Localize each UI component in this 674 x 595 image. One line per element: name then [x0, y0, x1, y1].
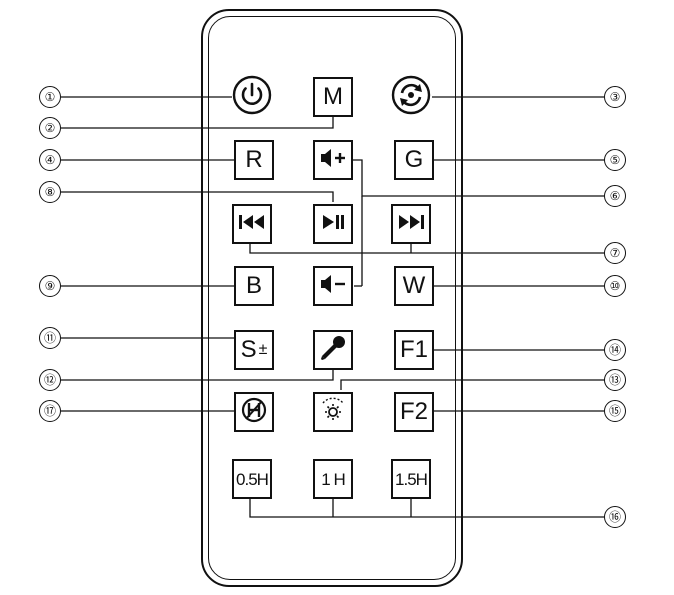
f1-button[interactable]: F1: [394, 330, 434, 370]
remote-body-inner: [208, 16, 456, 580]
previous-button[interactable]: [232, 204, 272, 244]
power-icon: [232, 75, 272, 120]
volume-up-icon: [318, 146, 348, 175]
callout-8: ⑧: [39, 181, 61, 203]
callout-14: ⑭: [604, 339, 626, 361]
callout-4: ④: [39, 149, 61, 171]
timer-05h-button[interactable]: 0.5H: [232, 459, 272, 499]
timer-05h-label: 0.5H: [236, 469, 269, 489]
callout-16: ⑯: [604, 506, 626, 528]
callout-3: ③: [604, 86, 626, 108]
f1-label: F1: [399, 336, 428, 363]
speed-sign: ±: [258, 341, 268, 358]
next-button[interactable]: [391, 204, 431, 244]
rotate-button[interactable]: [391, 75, 431, 120]
rotate-icon: [391, 75, 431, 120]
timer-15h-button[interactable]: 1.5H: [391, 459, 431, 499]
mode-button[interactable]: M: [313, 77, 353, 117]
volume-down-button[interactable]: [313, 266, 353, 306]
volume-up-button[interactable]: [313, 140, 353, 180]
callout-12: ⑫: [39, 369, 61, 391]
hold-icon: [239, 395, 269, 430]
speed-button[interactable]: S ±: [234, 330, 274, 370]
timer-1h-button[interactable]: 1 H: [313, 459, 353, 499]
white-button[interactable]: W: [394, 266, 434, 306]
white-label: W: [402, 272, 426, 299]
f2-button[interactable]: F2: [394, 392, 434, 432]
blue-button[interactable]: B: [234, 266, 274, 306]
callout-9: ⑨: [39, 275, 61, 297]
callout-13: ⑬: [604, 369, 626, 391]
speed-label: S: [240, 336, 257, 363]
red-button[interactable]: R: [234, 140, 274, 180]
volume-down-icon: [318, 272, 348, 301]
microphone-icon: [318, 333, 348, 368]
callout-6: ⑥: [604, 185, 626, 207]
callout-10: ⑩: [604, 275, 626, 297]
hold-button[interactable]: [234, 392, 274, 432]
previous-track-icon: [236, 212, 268, 237]
timer-1h-label: 1 H: [321, 469, 345, 489]
green-label: G: [404, 146, 424, 173]
callout-7: ⑦: [604, 242, 626, 264]
f2-label: F2: [399, 398, 428, 425]
red-label: R: [245, 146, 263, 173]
callout-15: ⑮: [604, 400, 626, 422]
callout-1: ①: [39, 86, 61, 108]
next-track-icon: [395, 212, 427, 237]
callout-11: ⑪: [39, 327, 61, 349]
callout-5: ⑤: [604, 149, 626, 171]
callout-17: ⑰: [39, 400, 61, 422]
microphone-button[interactable]: [313, 330, 353, 370]
play-pause-icon: [318, 212, 348, 237]
mode-label: M: [323, 83, 343, 110]
green-button[interactable]: G: [394, 140, 434, 180]
brightness-icon: [318, 395, 348, 430]
timer-15h-label: 1.5H: [395, 469, 428, 489]
power-button[interactable]: [232, 75, 272, 120]
callout-2: ②: [39, 117, 61, 139]
play-pause-button[interactable]: [313, 204, 353, 244]
remote-body: [201, 9, 463, 587]
blue-label: B: [245, 272, 262, 299]
brightness-button[interactable]: [313, 392, 353, 432]
